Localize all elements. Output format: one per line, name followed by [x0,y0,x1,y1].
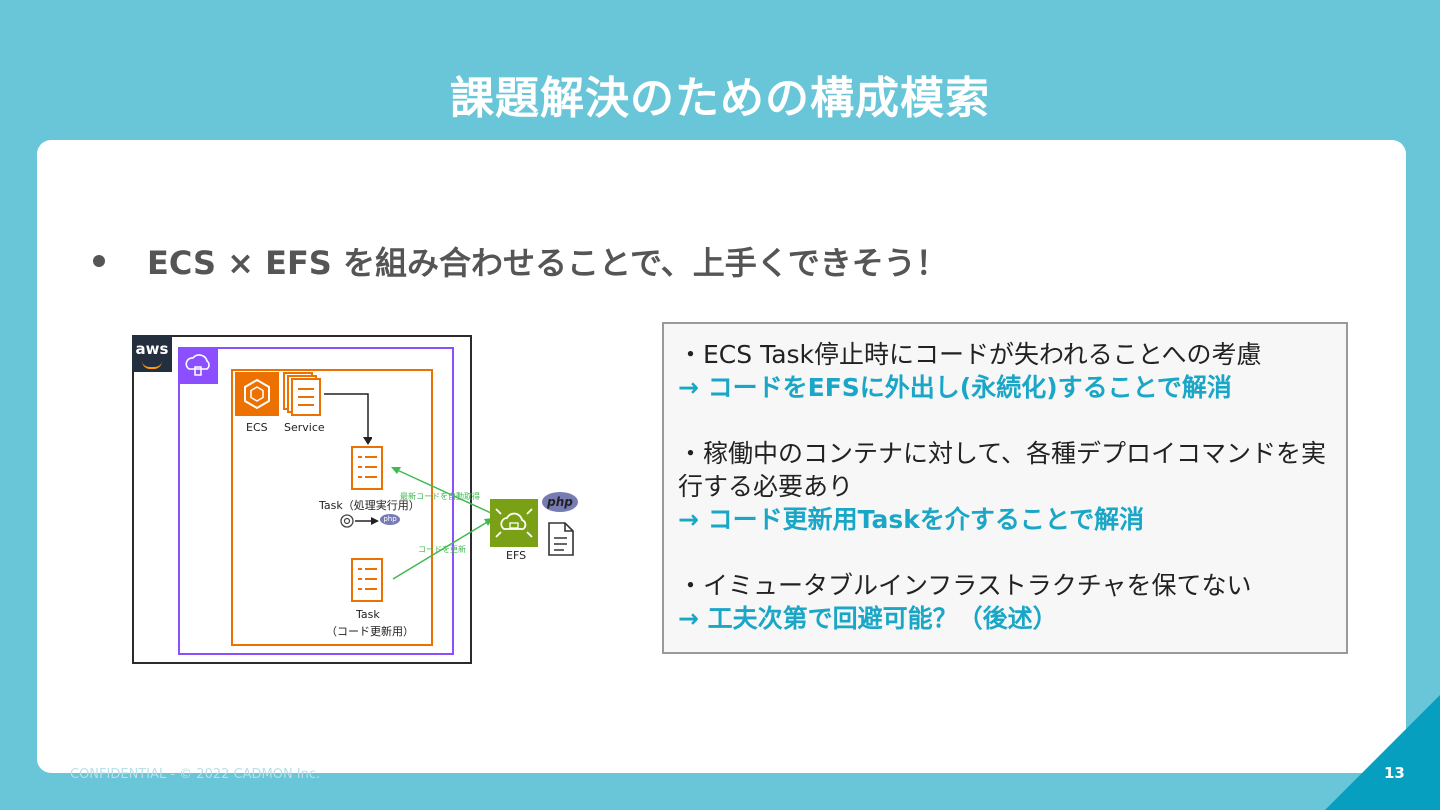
gear-icon [340,514,379,528]
note-item: ・稼働中のコンテナに対して、各種デプロイコマンドを実行する必要あり → コード更… [678,437,1336,536]
task-exec-label: Task（処理実行用） [319,499,420,512]
efs-arrows [391,467,493,580]
note-item: ・ECS Task停止時にコードが失われることへの考慮 → コードをEFSに外出… [678,338,1336,404]
bullet-text: ECS × EFS を組み合わせることで、上手くできそう！ [147,244,948,282]
vpc-cloud-icon [178,347,218,384]
php-logo-icon: php [542,492,578,512]
bullet-dot-icon [93,255,105,267]
file-icon [548,522,574,556]
slide-title: 課題解決のための構成模索 [450,73,990,124]
note-text: ・イミュータブルインフラストラクチャを保てない [678,571,1252,600]
task-exec-icon [351,446,383,490]
ecs-icon [235,372,279,416]
architecture-diagram: aws ECS Service Task（処理実行用） php [132,335,582,666]
task-update-sublabel: （コード更新用） [326,625,414,638]
note-result: → コード更新用Taskを介することで解消 [678,505,1145,534]
note-item: ・イミュータブルインフラストラクチャを保てない → 工夫次第で回避可能？（後述） [678,569,1336,635]
fetch-arrow-label: 最新コードを自動取得 [400,492,480,501]
ecs-cluster-frame [231,369,433,646]
note-result: → コードをEFSに外出し(永続化)することで解消 [678,373,1232,402]
vpc-frame [178,347,454,655]
note-result: → 工夫次第で回避可能？（後述） [678,604,1058,633]
main-bullet: ECS × EFS を組み合わせることで、上手くできそう！ [93,238,948,284]
efs-label: EFS [506,549,527,562]
ecs-label: ECS [246,421,268,434]
corner-triangle [1325,695,1440,810]
update-arrow-label: コードを更新 [418,545,466,554]
task-update-icon [351,558,383,602]
note-text: ・ECS Task停止時にコードが失われることへの考慮 [678,340,1262,369]
service-label: Service [284,421,325,434]
confidential-footer: CONFIDENTIAL - © 2022 CADMON Inc. [70,767,321,782]
service-icon [283,372,321,416]
php-small-icon: php [380,514,400,525]
task-update-label: Task [356,608,380,621]
service-to-task-arrow [324,393,372,445]
aws-logo: aws [132,335,172,372]
notes-box: ・ECS Task停止時にコードが失われることへの考慮 → コードをEFSに外出… [662,322,1348,654]
page-number: 13 [1384,764,1405,782]
efs-icon [490,499,538,547]
note-text: ・稼働中のコンテナに対して、各種デプロイコマンドを実行する必要あり [678,439,1327,501]
